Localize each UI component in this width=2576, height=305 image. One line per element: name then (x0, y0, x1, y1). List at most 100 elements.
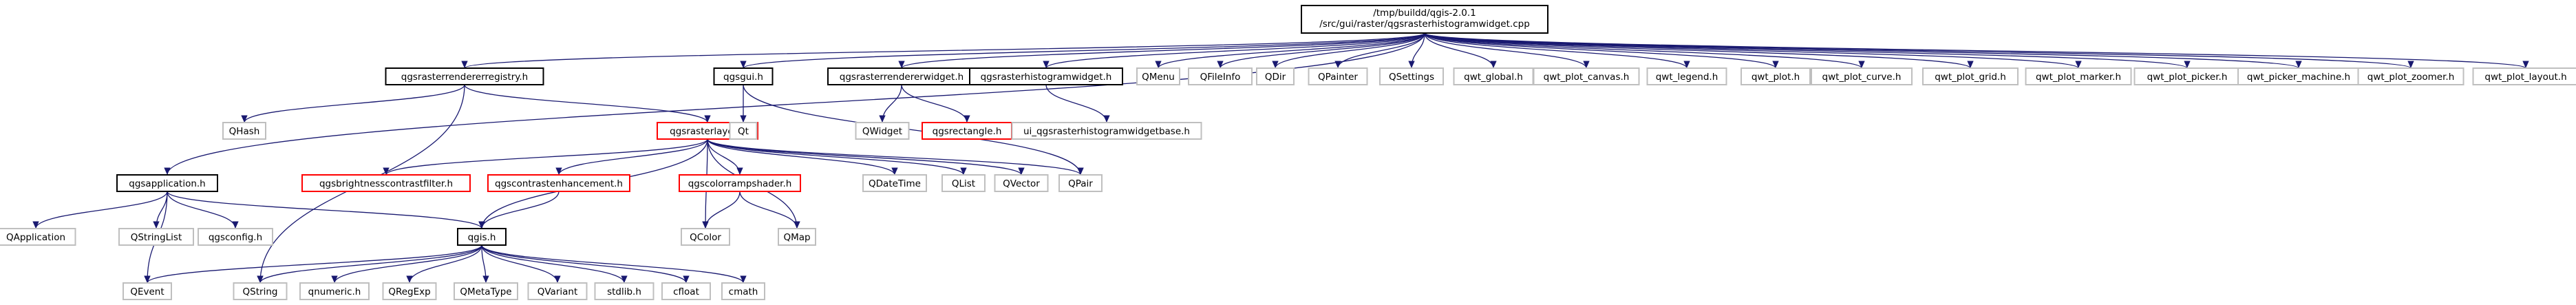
node-qgsbrightnesscontrastfilter: qgsbrightnesscontrastfilter.h (301, 174, 471, 192)
node-label: QVector (1003, 178, 1040, 189)
edge-root-to-qgsrasterrendererregistry (461, 32, 1425, 69)
edge-root-to-QMenu (1155, 32, 1425, 69)
edge-root-to-qwt_plot_marker (1424, 32, 2082, 69)
node-label: qgsrectangle.h (933, 126, 1002, 137)
edge-root-to-qwt_plot_canvas (1424, 32, 1590, 69)
edge-qgsrasterlayer-to-QList (707, 138, 967, 176)
node-qgsrasterrendererregistry[interactable]: qgsrasterrendererregistry.h (385, 67, 544, 85)
node-box (1533, 67, 1640, 85)
node-box (862, 174, 927, 192)
node-qgsapplication[interactable]: qgsapplication.h (116, 174, 218, 192)
node-root-file[interactable]: /tmp/buildd/qgis-2.0.1/src/gui/raster/qg… (1301, 5, 1548, 34)
edge-qgsrasterrendererwidget-to-QWidget (879, 84, 902, 123)
node-label: Qt (738, 126, 749, 137)
node-QDateTime: QDateTime (862, 174, 927, 192)
node-cmath: cmath (721, 282, 765, 300)
node-qwt_plot_picker: qwt_plot_picker.h (2133, 67, 2241, 85)
edge-qgsrasterlayer-to-qgscontrastenhancement (555, 138, 708, 176)
node-qgsrectangle: qgsrectangle.h (922, 122, 1012, 140)
node-label: qwt_plot_curve.h (1822, 72, 1902, 83)
node-qwt_plot_layout: qwt_plot_layout.h (2472, 67, 2576, 85)
node-label: QPainter (1318, 72, 1358, 83)
node-label: qgsconfig.h (209, 232, 262, 243)
node-QRegExp: QRegExp (382, 282, 437, 300)
node-box (222, 122, 266, 140)
node-label: ui_qgsrasterhistogramwidgetbase.h (1023, 126, 1190, 137)
edge-root-to-qwt_plot_picker (1424, 32, 2191, 69)
node-QMenu: QMenu (1136, 67, 1180, 85)
node-QWidget: QWidget (855, 122, 910, 140)
node-box (855, 122, 910, 140)
node-stdlib: stdlib.h (594, 282, 654, 300)
node-label: QRegExp (388, 286, 430, 297)
node-ui_qgsrasterhistogramwidgetbase: ui_qgsrasterhistogramwidgetbase.h (1011, 122, 1202, 140)
node-box (1453, 67, 1534, 85)
edge-qgsrasterhistogramwidget-to-ui_qgsrasterhistogramwidgetbase (1045, 84, 1110, 123)
node-label: qgsgui.h (723, 72, 763, 83)
node-box (679, 174, 801, 192)
node-box (827, 67, 976, 85)
node-box (681, 228, 730, 246)
edge-qgis-to-stdlib (481, 244, 628, 284)
node-label: QStringList (131, 232, 182, 243)
node-label: QFileInfo (1200, 72, 1241, 83)
node-qwt_plot_zoomer: qwt_plot_zoomer.h (2357, 67, 2465, 85)
node-box (1256, 67, 1295, 85)
edge-qgsapplication-to-qgis (167, 191, 485, 229)
edge-root-to-QSettings (1408, 32, 1425, 69)
edge-root-to-qgsrasterhistogramwidget (1043, 32, 1425, 69)
node-QList: QList (941, 174, 986, 192)
node-label: QPair (1068, 178, 1093, 189)
node-label: QMetaType (460, 286, 511, 297)
node-QDir: QDir (1256, 67, 1295, 85)
node-label: /src/gui/raster/qgsrasterhistogramwidget… (1319, 19, 1530, 30)
node-label: qgis.h (468, 232, 496, 243)
node-qgsgui[interactable]: qgsgui.h (713, 67, 774, 85)
edge-qgis-to-QVariant (481, 244, 561, 284)
node-qwt_plot_curve: qwt_plot_curve.h (1811, 67, 1913, 85)
edge-qgsrasterlayer-to-QPair (707, 138, 1084, 176)
node-QStringList: QStringList (118, 228, 194, 246)
node-QHash: QHash (222, 122, 266, 140)
node-box (233, 282, 288, 300)
node-label: qgscolorrampshader.h (688, 178, 792, 189)
edge-qgsrasterlayer-to-qgsbrightnesscontrastfilter (383, 138, 708, 176)
node-QColor: QColor (681, 228, 730, 246)
edge-root-to-qwt_global (1424, 32, 1497, 69)
node-QPair: QPair (1058, 174, 1103, 192)
edge-root-to-QFileInfo (1217, 32, 1425, 69)
node-box (1188, 67, 1253, 85)
node-qgsrasterhistogramwidget[interactable]: qgsrasterhistogramwidget.h (969, 67, 1123, 85)
node-label: QList (952, 178, 975, 189)
edge-root-to-qgsapplication (164, 32, 1425, 176)
node-label: qgscontrastenhancement.h (495, 178, 623, 189)
node-box (198, 228, 273, 246)
edge-qgsrasterlayer-to-QDateTime (707, 138, 898, 176)
node-box (299, 282, 370, 300)
node-label: qgsbrightnesscontrastfilter.h (319, 178, 453, 189)
edge-qgsrasterrendererregistry-to-qgsrasterlayer (464, 84, 711, 123)
node-label: QMenu (1142, 72, 1175, 83)
node-qwt_plot_canvas: qwt_plot_canvas.h (1533, 67, 1640, 85)
node-box (1922, 67, 2019, 85)
node-label: qwt_plot_zoomer.h (2367, 72, 2455, 83)
node-label: qwt_legend.h (1656, 72, 1718, 83)
node-box (1011, 122, 1202, 140)
edge-root-to-qwt_plot_layout (1424, 32, 2529, 69)
node-qgscontrastenhancement: qgscontrastenhancement.h (487, 174, 630, 192)
node-QString: QString (233, 282, 288, 300)
node-qgsrasterrendererwidget[interactable]: qgsrasterrendererwidget.h (827, 67, 976, 85)
node-qwt_plot: qwt_plot.h (1741, 67, 1811, 85)
node-QApplication: QApplication (0, 228, 76, 246)
edge-qgscolorrampshader-to-QMap (739, 191, 800, 229)
edge-root-to-QDir (1272, 32, 1425, 69)
node-qwt_picker_machine: qwt_picker_machine.h (2237, 67, 2360, 85)
edge-qgsrasterrendererwidget-to-qgsrectangle (901, 84, 970, 123)
edge-qgis-to-QEvent (144, 244, 482, 284)
node-qgis[interactable]: qgis.h (457, 228, 507, 246)
node-label: cfloat (673, 286, 699, 297)
node-box (1136, 67, 1180, 85)
node-box (1308, 67, 1368, 85)
node-box (2025, 67, 2132, 85)
node-box (941, 174, 986, 192)
